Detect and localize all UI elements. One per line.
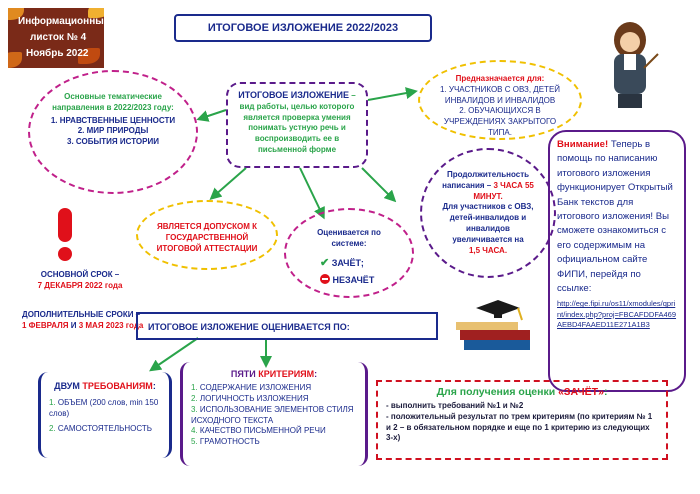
directions-block: Основные тематические направления в 2022… <box>28 70 198 194</box>
list-item: 4. КАЧЕСТВО ПИСЬМЕННОЙ РЕЧИ <box>191 426 326 436</box>
arrow <box>361 167 397 203</box>
grading-fail: НЕЗАЧЁТ <box>320 274 398 286</box>
list-item: 3. ИСПОЛЬЗОВАНИЕ ЭЛЕМЕНТОВ СТИЛЯ ИСХОДНО… <box>191 404 354 425</box>
leaf-decoration <box>88 8 104 18</box>
directions-heading: Основные тематические направления в 2022… <box>52 92 174 112</box>
duration-extra: 1,5 ЧАСА. <box>468 245 508 255</box>
extra-dates: ДОПОЛНИТЕЛЬНЫЕ СРОКИ – 1 ФЕВРАЛЯ И 3 МАЯ… <box>22 310 144 330</box>
pass-conditions-heading: Для получения оценки «ЗАЧЁТ»: <box>436 386 608 398</box>
arrow <box>196 109 227 122</box>
duration-line: увеличивается на <box>452 234 524 244</box>
pass-conditions-block: Для получения оценки «ЗАЧЁТ»: - выполнит… <box>376 380 668 460</box>
admission-text: ЯВЛЯЕТСЯ ДОПУСКОМ К ГОСУДАРСТВЕННОЙ ИТОГ… <box>156 222 258 253</box>
books-illustration <box>456 300 530 350</box>
list-item: 1. НРАВСТВЕННЫЕ ЦЕННОСТИ <box>50 115 176 125</box>
leaflet-header: Информационный листок № 4 Ноябрь 2022 <box>8 8 104 68</box>
attention-text: Теперь в помощь по написанию итогового и… <box>557 139 673 294</box>
target-list: 1. УЧАСТНИКОВ С ОВЗ, ДЕТЕЙ ИНВАЛИДОВ И И… <box>434 85 566 139</box>
criteria-heading: ПЯТИ КРИТЕРИЯМ: <box>230 369 318 379</box>
page-title: ИТОГОВОЕ ИЗЛОЖЕНИЕ 2022/2023 <box>174 14 432 42</box>
list-item: 2. ОБУЧАЮЩИХСЯ В УЧРЕЖДЕНИЯХ ЗАКРЫТОГО Т… <box>443 106 557 137</box>
list-item: 5. ГРАМОТНОСТЬ <box>191 437 260 447</box>
definition-term: ИТОГОВОЕ ИЗЛОЖЕНИЕ <box>238 90 349 100</box>
list-item: 2. САМОСТОЯТЕЛЬНОСТЬ <box>49 423 152 433</box>
requirements-heading: ДВУМ ТРЕБОВАНИЯМ: <box>54 381 156 391</box>
evaluated-by: ИТОГОВОЕ ИЗЛОЖЕНИЕ ОЦЕНИВАЕТСЯ ПО: <box>136 312 438 340</box>
no-entry-icon <box>320 274 330 285</box>
grading-heading: Оценивается по системе: <box>317 228 381 248</box>
list-item: 2. МИР ПРИРОДЫ <box>77 126 149 136</box>
directions-list: 1. НРАВСТВЕННЫЕ ЦЕННОСТИ 2. МИР ПРИРОДЫ … <box>46 116 180 148</box>
main-date: ОСНОВНОЙ СРОК – 7 ДЕКАБРЯ 2022 года <box>20 270 140 292</box>
criteria-list: 1. СОДЕРЖАНИЕ ИЗЛОЖЕНИЯ 2. ЛОГИЧНОСТЬ ИЗ… <box>191 383 357 448</box>
duration-line: Для участников с ОВЗ, детей-инвалидов и … <box>442 202 534 233</box>
list-item: 1. УЧАСТНИКОВ С ОВЗ, ДЕТЕЙ ИНВАЛИДОВ И И… <box>439 84 561 105</box>
attention-label: Внимание! <box>557 139 609 150</box>
leaf-decoration <box>8 8 24 20</box>
grading-pass: ✔ ЗАЧЁТ; <box>320 256 364 269</box>
criteria-block: ПЯТИ КРИТЕРИЯМ: 1. СОДЕРЖАНИЕ ИЗЛОЖЕНИЯ … <box>180 362 368 466</box>
requirements-list: 1. ОБЪЕМ (200 слов, min 150 слов) 2. САМ… <box>49 398 161 434</box>
duration-block: Продолжительность написания – 3 ЧАСА 55 … <box>420 148 556 278</box>
arrow <box>367 87 418 101</box>
attention-block: Внимание! Теперь в помощь по написанию и… <box>548 130 686 392</box>
fipi-link[interactable]: http://ege.fipi.ru/os11/xmodules/qprint/… <box>557 299 677 330</box>
leaflet-line: Информационный <box>18 16 104 27</box>
requirements-block: ДВУМ ТРЕБОВАНИЯМ: 1. ОБЪЕМ (200 слов, mi… <box>38 372 172 458</box>
list-item: 1. СОДЕРЖАНИЕ ИЗЛОЖЕНИЯ <box>191 383 312 393</box>
grading-block: Оценивается по системе: ✔ ЗАЧЁТ; НЕЗАЧЁТ <box>284 208 414 298</box>
target-block: Предназначается для: 1. УЧАСТНИКОВ С ОВЗ… <box>418 60 582 140</box>
admission-block: ЯВЛЯЕТСЯ ДОПУСКОМ К ГОСУДАРСТВЕННОЙ ИТОГ… <box>136 200 278 270</box>
duration-time: 3 ЧАСА 55 МИНУТ. <box>473 180 534 201</box>
check-icon: ✔ <box>320 256 330 269</box>
main-date-value: 7 ДЕКАБРЯ 2022 года <box>37 280 123 290</box>
pass-condition-line: - положительный результат по трем критер… <box>386 411 653 443</box>
arrow <box>299 167 325 220</box>
target-heading: Предназначается для: <box>455 74 545 83</box>
leaflet-line: Ноябрь 2022 <box>26 48 89 59</box>
duration-line: Продолжительность написания – <box>442 170 530 190</box>
leaflet-line: листок № 4 <box>30 32 87 43</box>
arrow <box>149 337 199 372</box>
arrow <box>209 167 247 200</box>
definition-text: – вид работы, целью которого является пр… <box>239 91 356 154</box>
teacher-illustration <box>614 22 659 108</box>
pass-condition-line: - выполнить требований №1 и №2 <box>386 401 524 410</box>
leaf-decoration <box>78 48 100 64</box>
list-item: 3. СОБЫТИЯ ИСТОРИИ <box>67 137 159 147</box>
definition-block: ИТОГОВОЕ ИЗЛОЖЕНИЕ – вид работы, целью к… <box>226 82 368 168</box>
list-item: 1. ОБЪЕМ (200 слов, min 150 слов) <box>49 398 159 418</box>
main-date-label: ОСНОВНОЙ СРОК – <box>40 270 120 279</box>
exclamation-icon <box>58 208 72 261</box>
list-item: 2. ЛОГИЧНОСТЬ ИЗЛОЖЕНИЯ <box>191 393 309 403</box>
leaf-decoration <box>8 52 22 68</box>
